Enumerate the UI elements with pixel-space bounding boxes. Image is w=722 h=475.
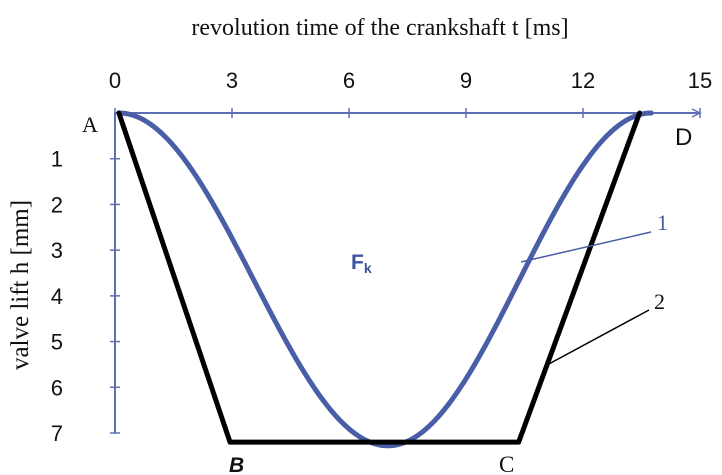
- axes: [114, 108, 702, 433]
- callout-1-label: 1: [657, 210, 668, 235]
- y-axis-label: valve lift h [mm]: [7, 200, 34, 370]
- area-label-main: F: [351, 251, 364, 274]
- y-tick-label: 7: [51, 421, 63, 446]
- area-label: Fk: [351, 251, 372, 276]
- x-tick-label: 0: [109, 68, 121, 93]
- x-tick-label: 15: [688, 68, 712, 93]
- point-a-label: A: [82, 112, 98, 137]
- x-ticks: 0 3 6 9 12 15: [109, 68, 712, 118]
- y-tick-label: 6: [51, 375, 63, 400]
- callout-2-line: [546, 309, 650, 366]
- chart-title: revolution time of the crankshaft t [ms]: [191, 15, 568, 41]
- callout-2-label: 2: [654, 289, 665, 314]
- series-layer: [116, 110, 654, 449]
- callout-1-line: [520, 231, 652, 263]
- y-tick-label: 5: [51, 330, 63, 355]
- area-label-subscript: k: [364, 260, 372, 276]
- point-d-label: D: [675, 124, 692, 151]
- y-tick-label: 2: [51, 192, 63, 217]
- x-tick-label: 9: [460, 68, 472, 93]
- x-tick-label: 12: [571, 68, 595, 93]
- y-ticks: 1 2 3 4 5 6 7: [51, 147, 120, 446]
- point-c-label: C: [499, 452, 514, 475]
- y-tick-label: 3: [51, 238, 63, 263]
- x-tick-label: 6: [343, 68, 355, 93]
- series-2-polyline: [116, 110, 643, 445]
- point-b-label: B: [229, 454, 244, 475]
- y-tick-label: 1: [51, 147, 63, 172]
- y-tick-label: 4: [51, 284, 63, 309]
- series-1-curve: [116, 110, 654, 449]
- x-tick-label: 3: [226, 68, 238, 93]
